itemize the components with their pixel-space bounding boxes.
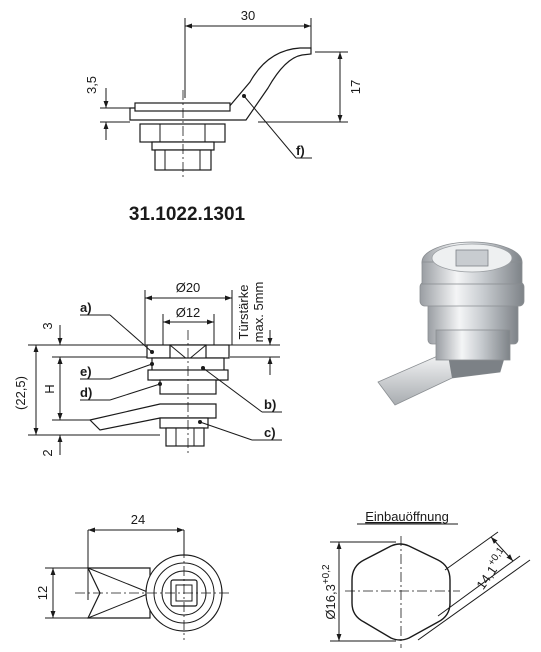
dim-cutout-dia: Ø16,3 bbox=[323, 584, 338, 619]
dim-cutout-dia-label: Ø16,3+0,2 bbox=[321, 564, 338, 620]
callout-f: f) bbox=[296, 143, 305, 158]
cam bbox=[88, 403, 217, 431]
front-view: 24 12 bbox=[35, 512, 232, 640]
callout-a: a) bbox=[80, 300, 92, 315]
callout-c: c) bbox=[264, 425, 276, 440]
leader-f bbox=[243, 95, 297, 159]
dim-height-label: 17 bbox=[348, 80, 363, 94]
dim-bottom-label: 2 bbox=[40, 449, 55, 456]
dim-top-label: 3 bbox=[40, 322, 55, 329]
cutout-shape bbox=[351, 543, 451, 641]
key-square-render bbox=[455, 249, 489, 267]
callout-e: e) bbox=[80, 364, 92, 379]
product-photo bbox=[377, 241, 525, 406]
cutout-view: Einbauöffnung Ø16,3+0,2 14,1+0,1 bbox=[321, 509, 531, 648]
cam-section bbox=[129, 47, 312, 121]
dim-overall-label: (22,5) bbox=[13, 376, 28, 410]
dim-cutout-dia-tol: +0,2 bbox=[321, 564, 332, 584]
callout-b: b) bbox=[264, 397, 276, 412]
dim-cutout-flat-label: 14,1+0,1 bbox=[472, 545, 512, 592]
dim-thickness-label: 3,5 bbox=[84, 76, 99, 94]
part-number: 31.1022.1301 bbox=[129, 204, 246, 225]
dim-h-label: H bbox=[42, 384, 57, 393]
door-thickness-label-1: Türstärke bbox=[236, 285, 251, 340]
dim-cutout-flat-tol: +0,1 bbox=[486, 545, 507, 568]
callout-d: d) bbox=[80, 385, 92, 400]
dim-front-height-label: 12 bbox=[35, 586, 50, 600]
flange bbox=[134, 102, 231, 112]
door-thickness-label-2: max. 5mm bbox=[251, 282, 266, 343]
dim-outer-dia-label: Ø20 bbox=[176, 280, 201, 295]
thread-render bbox=[435, 329, 511, 361]
dim-width-label: 30 bbox=[241, 8, 255, 23]
nut-render bbox=[419, 281, 525, 307]
dim-front-width-label: 24 bbox=[131, 512, 145, 527]
hex-nut bbox=[139, 123, 226, 143]
dim-line-cutout-flat bbox=[490, 536, 514, 562]
dim-inner-dia-label: Ø12 bbox=[176, 305, 201, 320]
top-view: 30 3,5 17 f) bbox=[84, 8, 363, 178]
section-view: Ø20 Ø12 3 (22,5) H 2 Türstärke max. 5mm bbox=[13, 280, 282, 457]
cutout-title: Einbauöffnung bbox=[365, 509, 449, 524]
screw-head bbox=[165, 427, 205, 447]
